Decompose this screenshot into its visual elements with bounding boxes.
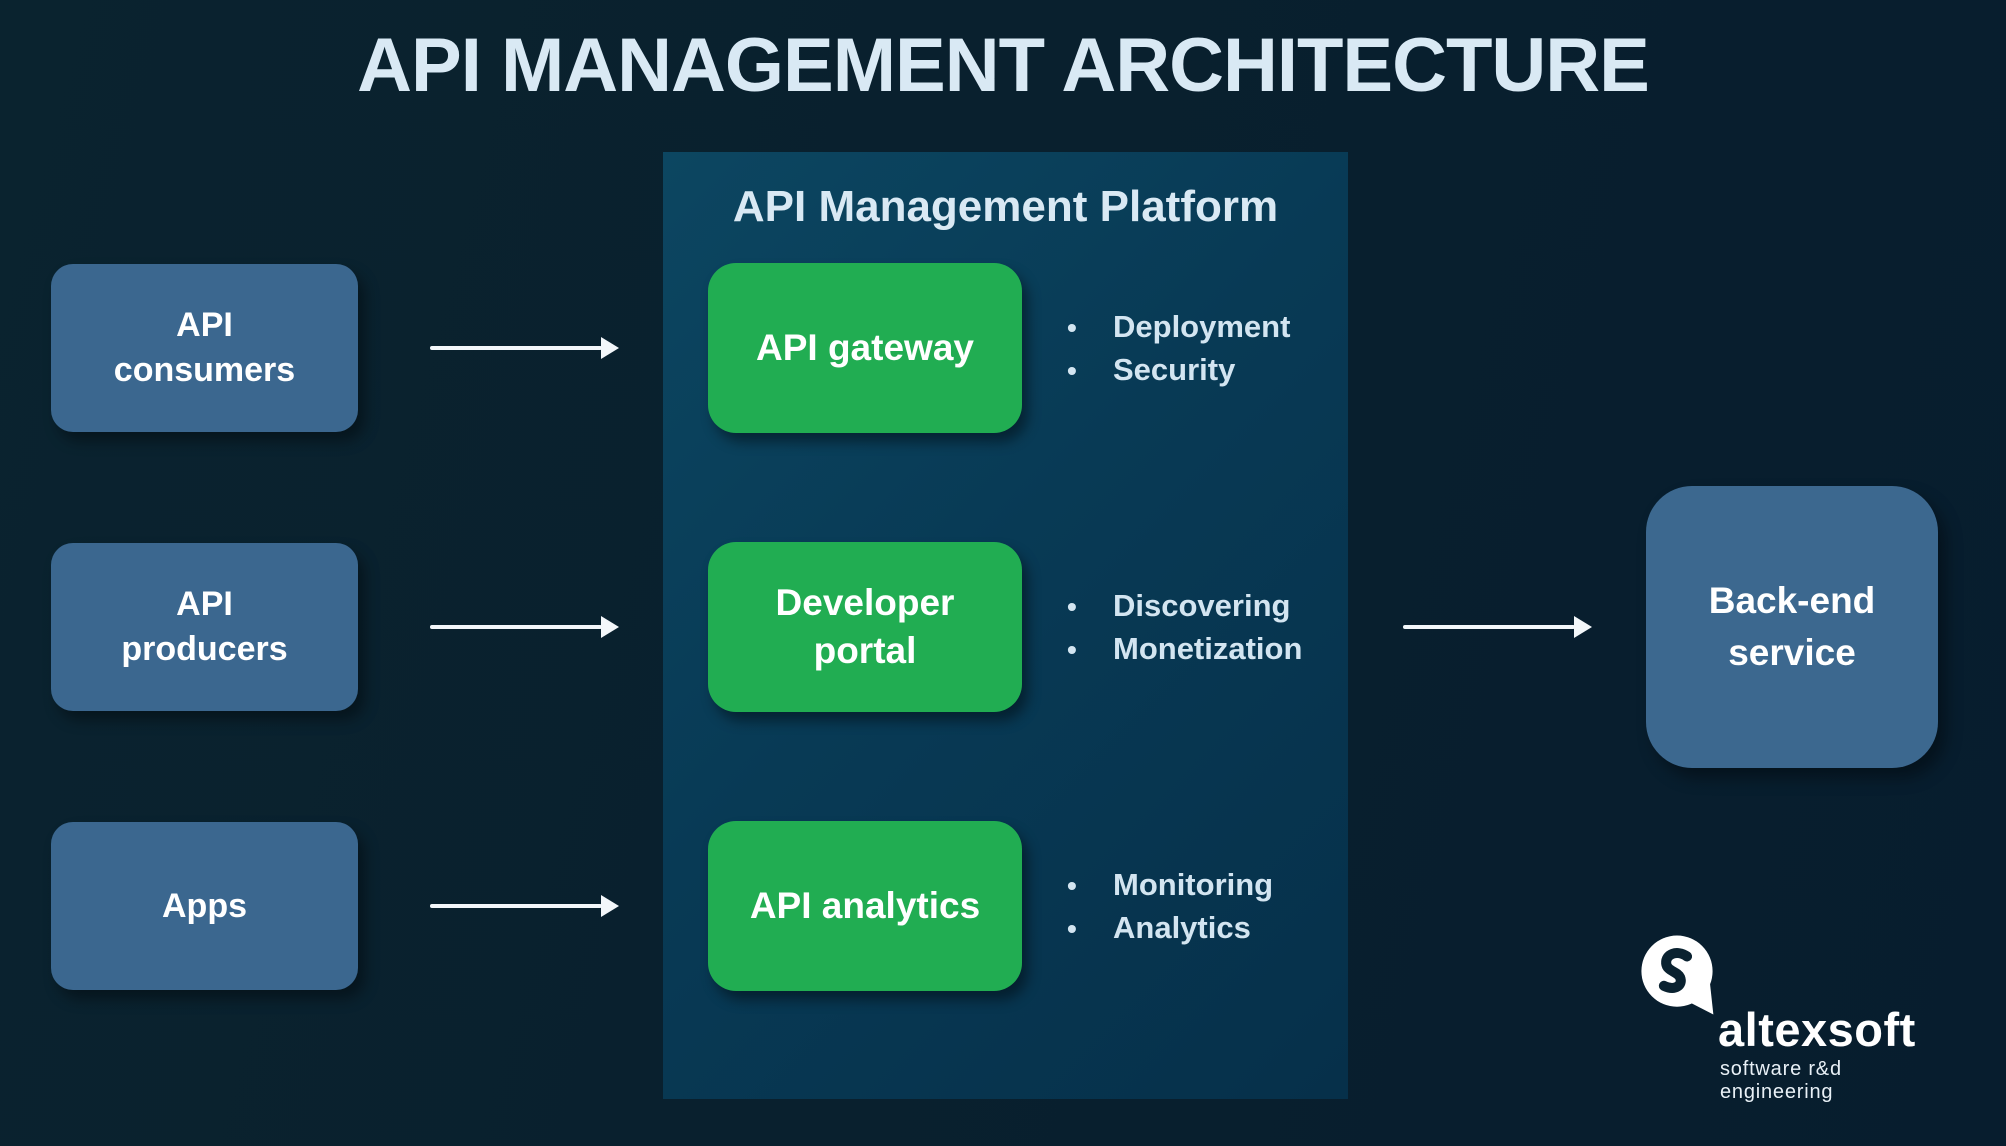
altexsoft-logo: altexsoft software r&d engineering <box>1638 934 1948 1103</box>
bullet-icon: • <box>1067 870 1077 901</box>
altexsoft-bubble-icon <box>1641 935 1714 1015</box>
feature-label: Discovering <box>1113 588 1291 623</box>
api-management-platform-panel: API Management Platform API gateway • De… <box>663 152 1348 1099</box>
bullet-icon: • <box>1067 591 1077 622</box>
panel-title: API Management Platform <box>732 182 1279 231</box>
gateway-feature-list: • Deployment • Security <box>1061 306 1341 392</box>
feature-label: Monetization <box>1113 631 1303 666</box>
feature-label: Analytics <box>1113 910 1251 945</box>
arrow-consumers-to-gateway-icon <box>430 337 619 359</box>
box-api-analytics: API analytics <box>708 821 1022 991</box>
arrow-producers-to-portal-icon <box>430 616 619 638</box>
arrow-apps-to-analytics-icon <box>430 895 619 917</box>
bullet-icon: • <box>1067 355 1077 386</box>
feature-label: Deployment <box>1113 309 1291 344</box>
list-item: • Analytics <box>1061 907 1341 950</box>
page-title: API MANAGEMENT ARCHITECTURE <box>357 23 1650 108</box>
logo-tagline: software r&d engineering <box>1720 1058 1842 1103</box>
list-item: • Discovering <box>1061 585 1341 628</box>
list-item: • Monitoring <box>1061 864 1341 907</box>
box-api-producers: API producers <box>51 543 358 711</box>
feature-label: Security <box>1113 352 1236 387</box>
box-apps: Apps <box>51 822 358 990</box>
portal-feature-list: • Discovering • Monetization <box>1061 585 1341 671</box>
box-api-gateway: API gateway <box>708 263 1022 433</box>
analytics-feature-list: • Monitoring • Analytics <box>1061 864 1341 950</box>
bullet-icon: • <box>1067 634 1077 665</box>
box-backend-service: Back-end service <box>1646 486 1938 768</box>
bullet-icon: • <box>1067 312 1077 343</box>
bullet-icon: • <box>1067 913 1077 944</box>
list-item: • Security <box>1061 349 1341 392</box>
list-item: • Deployment <box>1061 306 1341 349</box>
arrow-platform-to-backend-icon <box>1403 616 1592 638</box>
box-api-consumers: API consumers <box>51 264 358 432</box>
list-item: • Monetization <box>1061 628 1341 671</box>
box-developer-portal: Developer portal <box>708 542 1022 712</box>
feature-label: Monitoring <box>1113 867 1274 902</box>
logo-wordmark: altexsoft <box>1718 1003 1916 1056</box>
